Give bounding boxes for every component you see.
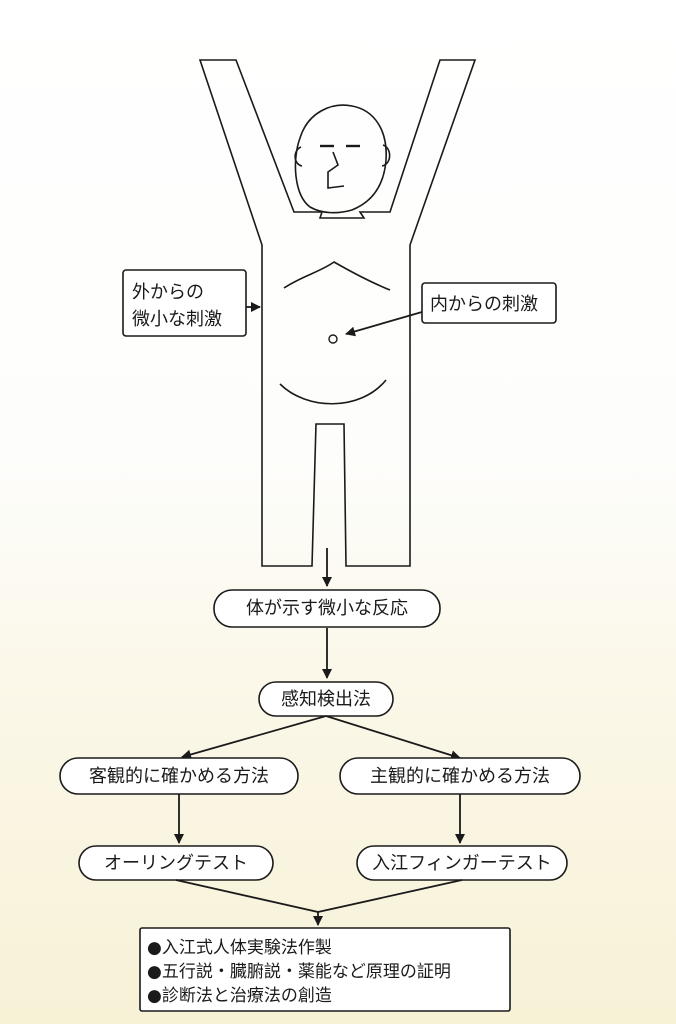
inner-stimulus-box xyxy=(421,282,557,324)
objective-label: 客観的に確かめる方法 xyxy=(89,766,269,787)
left-ear xyxy=(294,146,303,167)
objective-node: 客観的に確かめる方法 xyxy=(59,757,299,795)
right-ear xyxy=(381,144,391,167)
arrow-detection-to-subjective xyxy=(325,715,461,761)
hip-line xyxy=(279,379,387,405)
result-item-3: ●診断法と治療法の創造 xyxy=(147,986,332,1006)
reaction-node: 体が示す微小な反応 xyxy=(213,589,441,628)
subjective-label: 主観的に確かめる方法 xyxy=(370,766,550,787)
head xyxy=(294,104,387,214)
finger-node: 入江フィンガーテスト xyxy=(356,845,568,881)
human-figure xyxy=(198,59,477,567)
oring-node: オーリングテスト xyxy=(78,845,274,881)
detection-node: 感知検出法 xyxy=(258,681,394,717)
oring-label: オーリングテスト xyxy=(104,853,248,874)
result-item-1: ●入江式人体実験法作製 xyxy=(147,938,332,958)
reaction-label: 体が示す微小な反応 xyxy=(246,598,408,619)
arrow-detection-to-objective xyxy=(181,715,327,760)
outer-stimulus-line2: 微小な刺激 xyxy=(132,309,222,330)
nose xyxy=(327,151,345,189)
outer-stimulus-callout: 外からの 微小な刺激 xyxy=(122,269,261,337)
reaction-box xyxy=(213,589,441,628)
results-node: ●入江式人体実験法作製 ●五行説・臓腑説・薬能など原理の証明 ●診断法と治療法の… xyxy=(139,927,511,1012)
navel xyxy=(328,334,338,344)
merge-line-left xyxy=(175,879,319,913)
chest-line xyxy=(283,261,391,291)
outer-stimulus-box xyxy=(122,269,247,337)
inner-stimulus-label: 内からの刺激 xyxy=(430,294,538,315)
outer-stimulus-line1: 外からの xyxy=(132,282,204,303)
inner-stimulus-callout: 内からの刺激 xyxy=(345,282,557,337)
results-box xyxy=(139,927,511,1012)
merge-line-right xyxy=(317,879,463,913)
subjective-node: 主観的に確かめる方法 xyxy=(339,757,581,795)
result-item-2: ●五行説・臓腑説・薬能など原理の証明 xyxy=(147,962,451,982)
finger-label: 入江フィンガーテスト xyxy=(372,853,552,874)
detection-label: 感知検出法 xyxy=(281,689,371,710)
inner-stimulus-arrow xyxy=(345,311,423,337)
